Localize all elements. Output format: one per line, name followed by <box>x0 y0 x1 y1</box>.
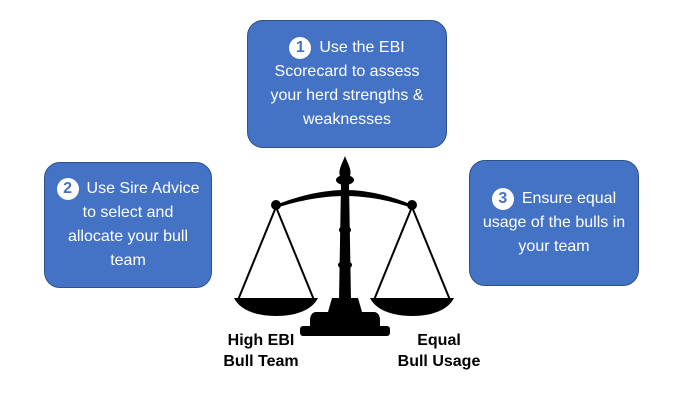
step-3-number: 3 <box>491 187 514 210</box>
right-label-line-2: Bull Usage <box>397 353 481 370</box>
step-3-text: Ensure equal usage of the bulls in your … <box>482 189 626 256</box>
equal-bull-usage-label: Equal Bull Usage <box>384 330 494 372</box>
step-1-number: 1 <box>289 36 312 59</box>
step-1-text: Use the EBI Scorecard to assess your her… <box>270 38 424 129</box>
left-label-line-1: High EBI <box>227 332 295 349</box>
left-label-line-2: Bull Team <box>223 353 299 370</box>
step-2-number: 2 <box>56 177 79 200</box>
high-ebi-bull-team-label: High EBI Bull Team <box>215 330 307 372</box>
step-2-text: Use Sire Advice to select and allocate y… <box>67 179 200 270</box>
right-label-line-1: Equal <box>417 332 461 349</box>
